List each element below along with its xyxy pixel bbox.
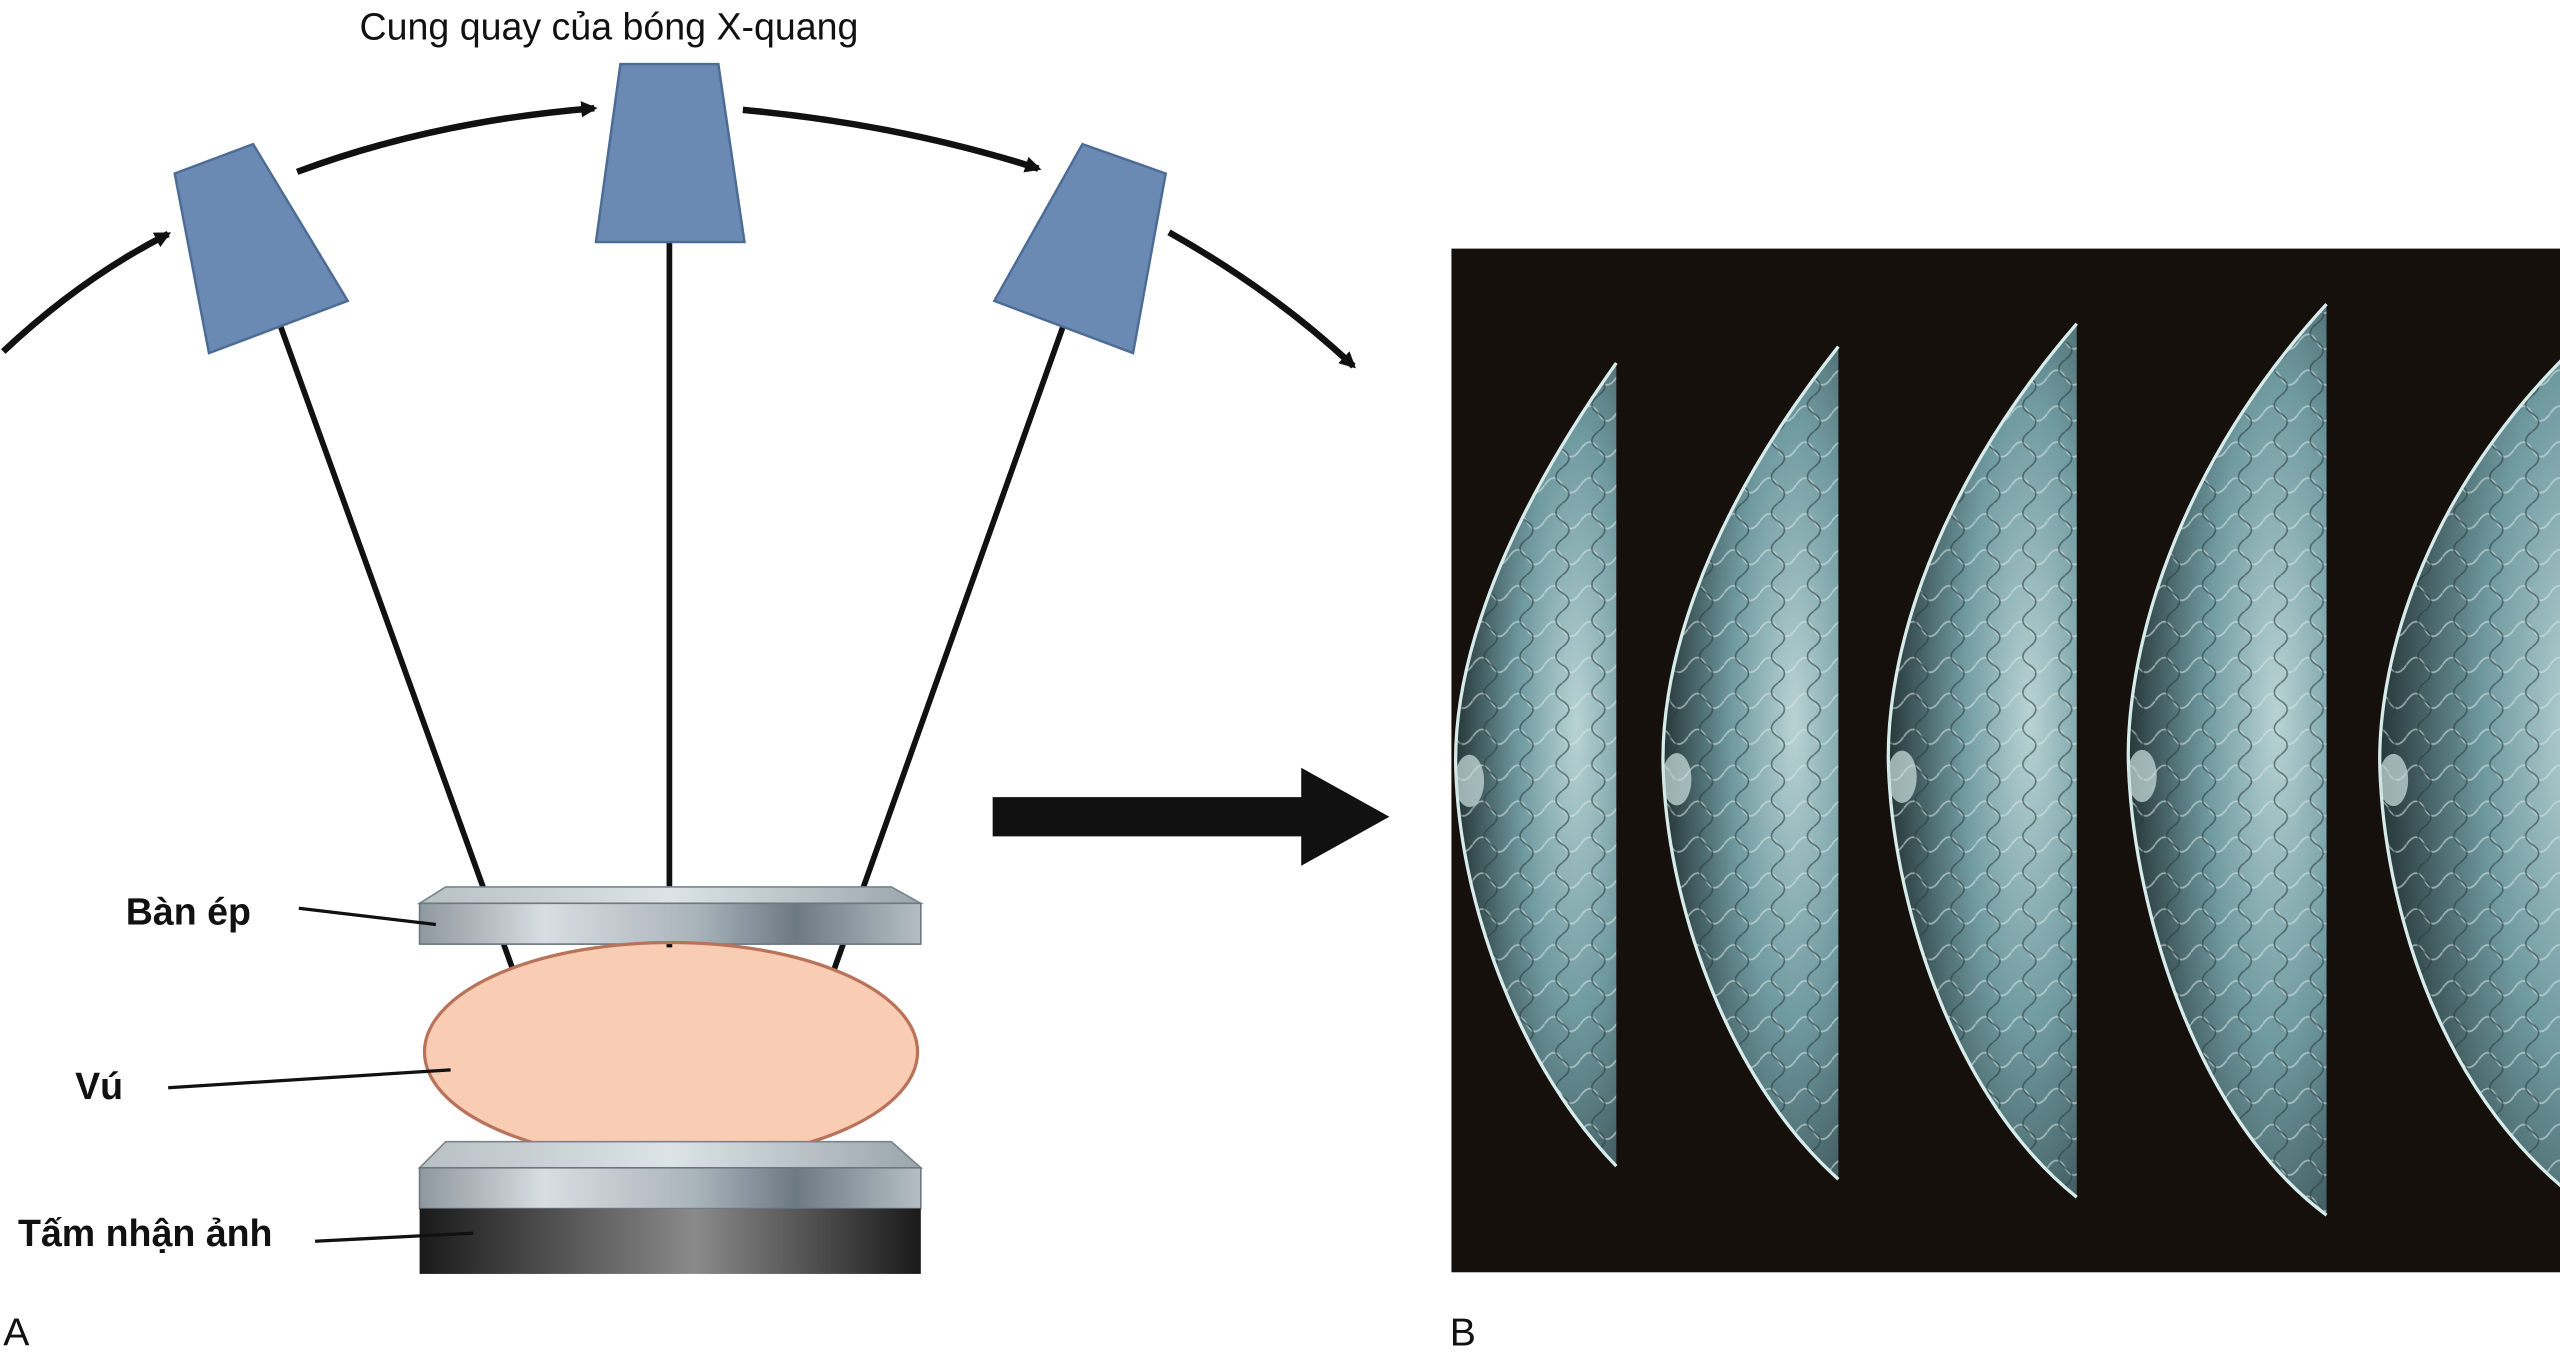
breast-slice-nipple [1887,751,1916,803]
panel-label-a: A [3,1312,30,1355]
xray-tube-left [175,144,348,353]
breast-slice-nipple [2379,754,2408,806]
image-detector [420,1142,921,1274]
label-compression-plate: Bàn ép [126,891,251,933]
breast-slice-nipple [1455,755,1484,807]
compression-plate [420,887,921,944]
rotation-arrow-2 [297,108,594,172]
breast-shape [424,942,917,1161]
label-breast: Vú [75,1065,123,1107]
breast-slice-nipple [2127,750,2156,802]
xray-tube-center [596,64,745,242]
panel-label-b: B [1450,1312,1476,1355]
leader-compression-plate [299,908,436,924]
big-right-arrow [993,768,1390,866]
panel-a-diagram: Cung quay của bóng X-quang Bàn ép Vú Tấm… [3,6,1353,1355]
beam-left [281,327,514,974]
rotation-arrow-4 [1169,232,1353,366]
leader-breast [168,1070,450,1088]
tube-arc-title: Cung quay của bóng X-quang [360,6,859,48]
xray-tube-right [994,144,1165,353]
rotation-arrow-1 [3,234,168,352]
panel-b-images: B [1450,249,2560,1355]
rotation-arrow-3 [743,110,1039,169]
beam-right [833,327,1063,974]
label-detector: Tấm nhận ảnh [18,1212,273,1254]
breast-slice-nipple [1662,753,1691,805]
